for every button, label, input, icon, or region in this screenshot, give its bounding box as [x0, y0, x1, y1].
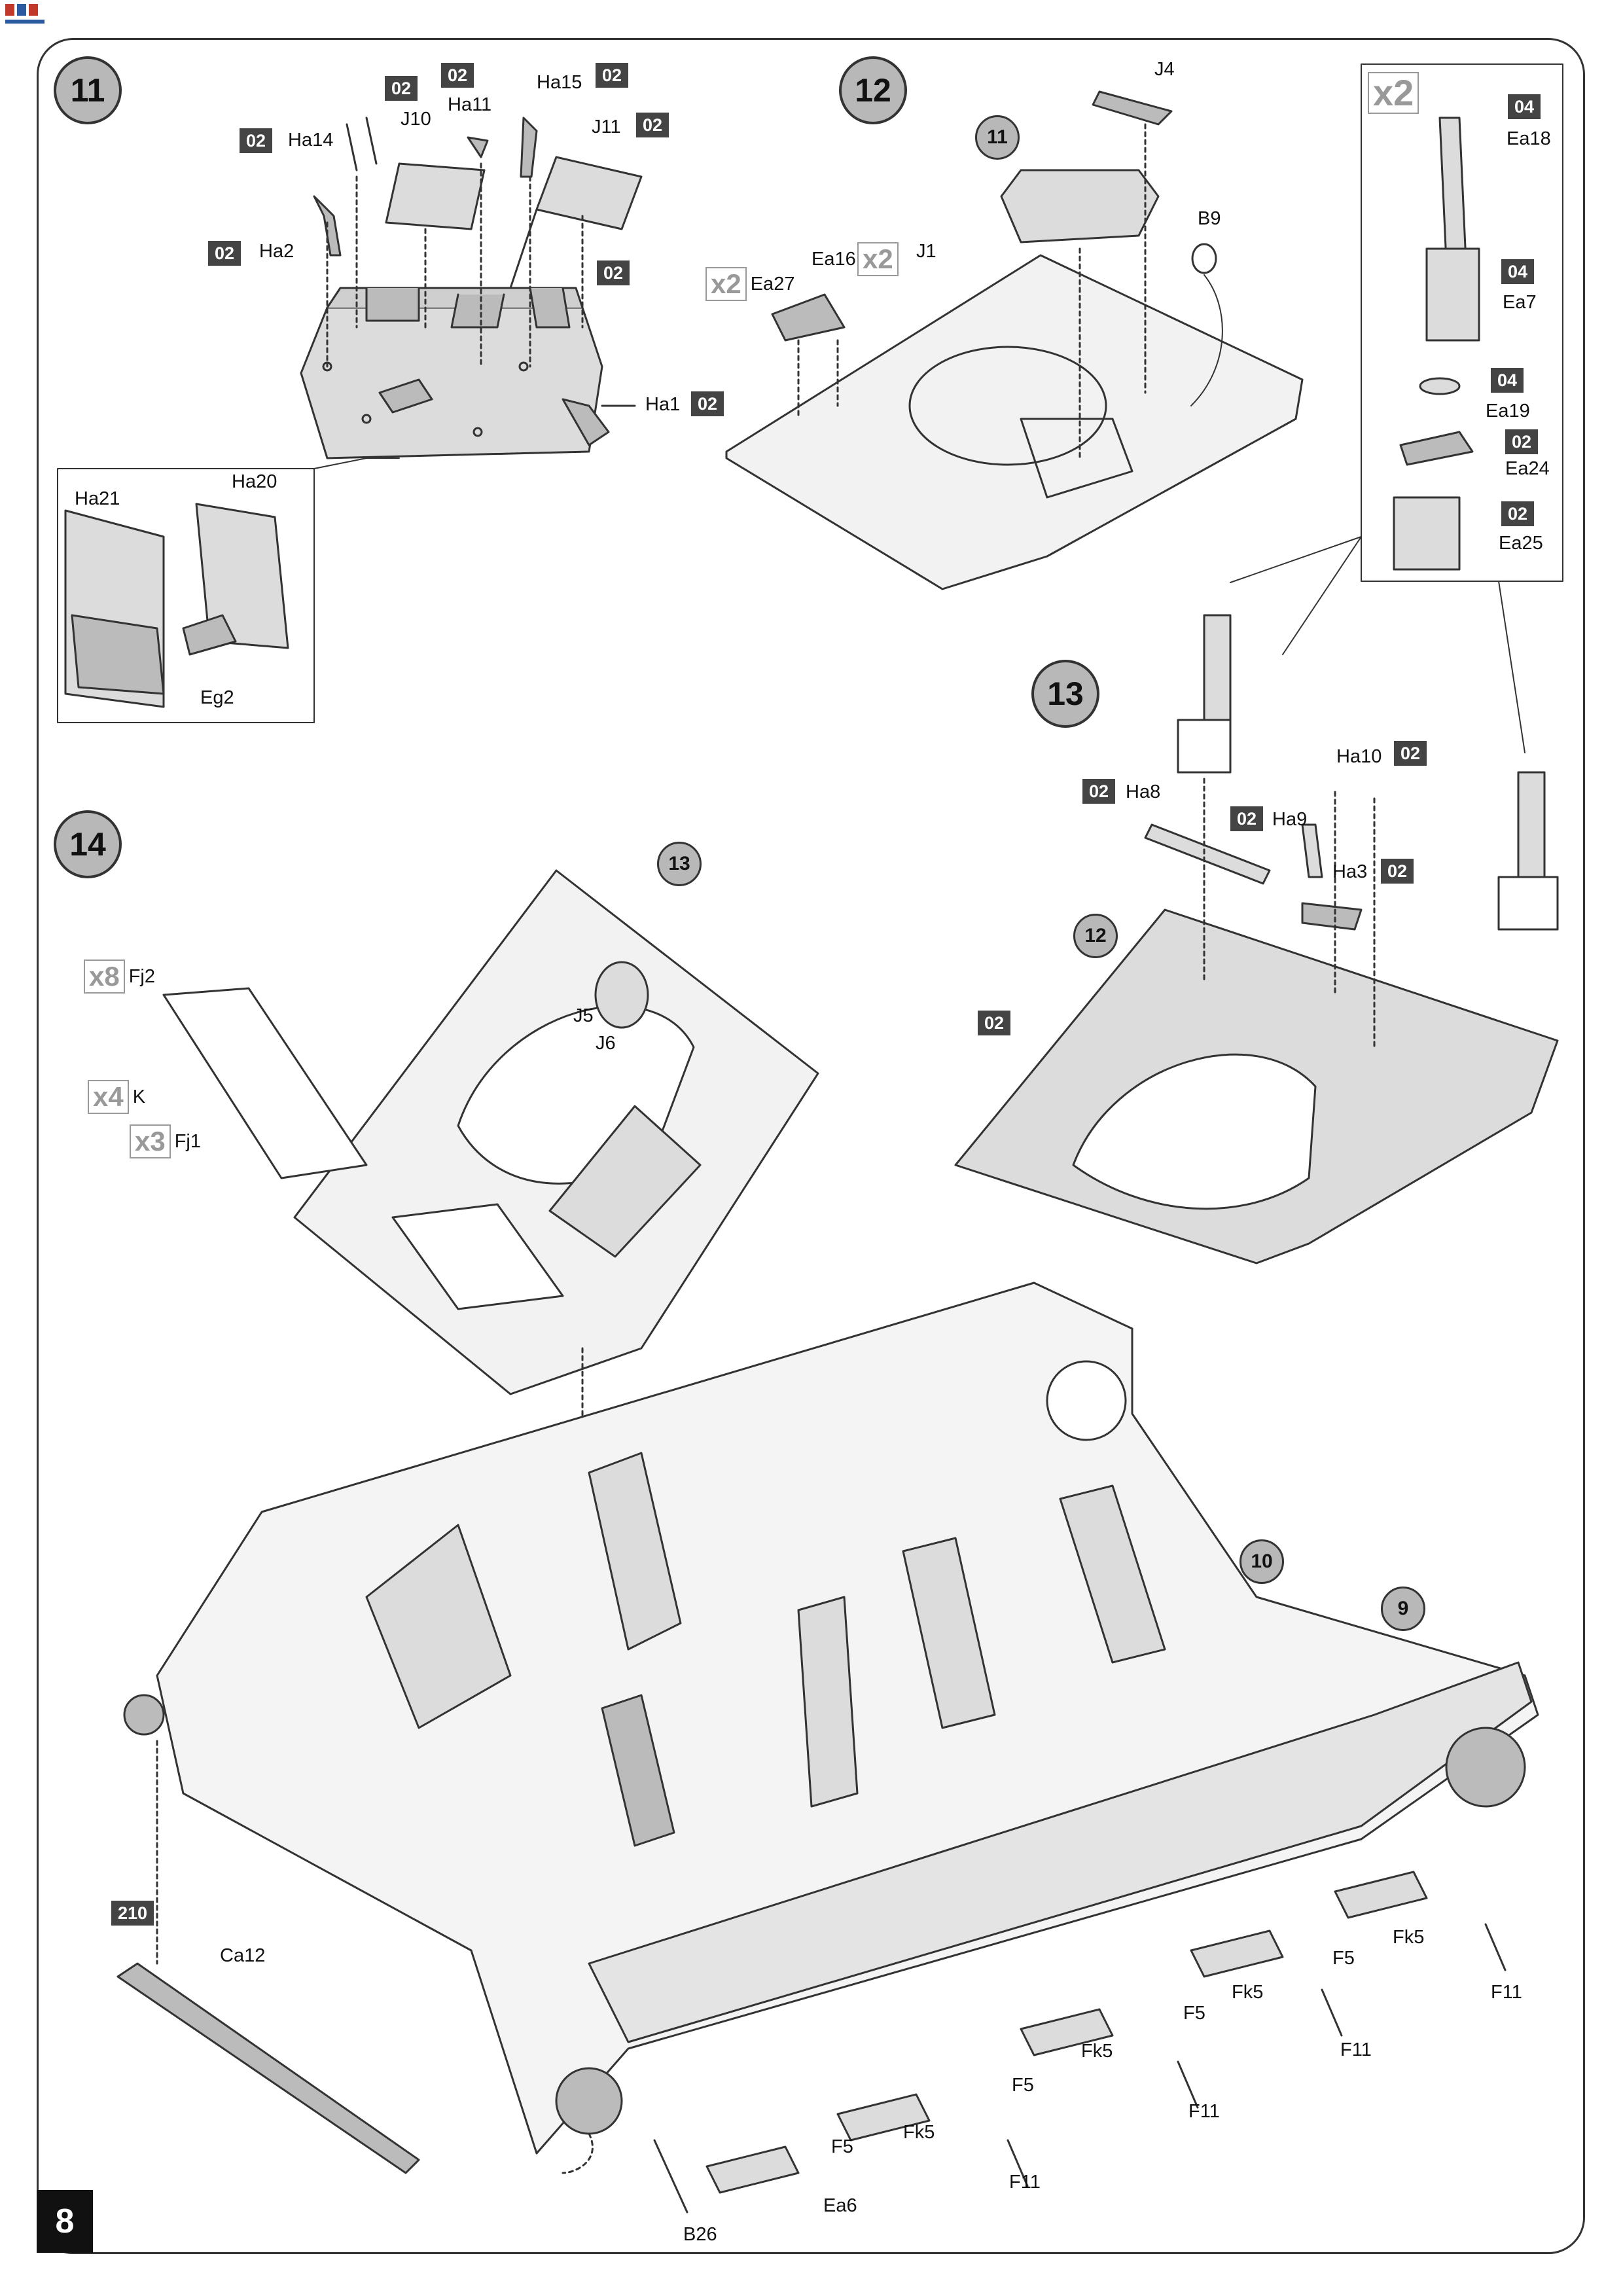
part-label-fk5: Fk5 [903, 2122, 935, 2143]
paint-chip: 02 [597, 260, 630, 285]
multiplier-fj1: x3 Fj1 [130, 1124, 201, 1158]
paint-chip: 02 [385, 76, 418, 101]
part-label-j4: J4 [1154, 59, 1175, 80]
paint-chip: 02 [1394, 741, 1427, 766]
multiplier-fj2: x8 Fj2 [84, 960, 155, 994]
part-label-ea7: Ea7 [1503, 292, 1537, 313]
part-label-ea24: Ea24 [1505, 458, 1550, 479]
paint-chip: 02 [1082, 779, 1116, 804]
part-label-fk5: Fk5 [1393, 1927, 1425, 1948]
paint-chip: 02 [691, 391, 724, 416]
part-label-ha14: Ha14 [288, 130, 334, 151]
page-border [37, 38, 1585, 2254]
part-label-ha1: Ha1 [645, 394, 681, 415]
paint-chip: 02 [1501, 501, 1535, 526]
subassembly-9-ref: 9 [1381, 1587, 1425, 1631]
paint-chip: 02 [1505, 429, 1539, 454]
part-label-ha10: Ha10 [1336, 746, 1382, 767]
part-label-fk5: Fk5 [1081, 2041, 1113, 2062]
part-label-j11: J11 [592, 117, 621, 137]
part-label-ha15: Ha15 [537, 72, 582, 93]
step-number-14: 14 [54, 810, 122, 878]
part-label-ca12: Ca12 [220, 1945, 266, 1966]
paint-chip: 02 [596, 63, 629, 88]
paint-chip: 02 [1230, 806, 1264, 831]
paint-chip: 04 [1501, 259, 1535, 284]
paint-chip: 02 [441, 63, 474, 88]
subassembly-10-ref: 10 [1240, 1539, 1284, 1584]
multiplier-spring-set: x2 [1368, 72, 1419, 114]
part-label-ea25: Ea25 [1499, 533, 1543, 554]
step14-suspension-arms [653, 1871, 1507, 2214]
step-number-13: 13 [1031, 660, 1099, 728]
paint-chip: 02 [1381, 859, 1414, 884]
subassembly-12-ref: 12 [1073, 914, 1118, 958]
page-number: 8 [37, 2190, 93, 2253]
paint-chip: 04 [1508, 94, 1541, 119]
step11-plates [313, 117, 643, 446]
part-label-ea19: Ea19 [1486, 401, 1530, 422]
part-label-ha2: Ha2 [259, 241, 294, 262]
subassembly-11-ref: 11 [975, 115, 1020, 160]
part-label-f5: F5 [831, 2136, 853, 2157]
part-label-f11: F11 [1340, 2039, 1372, 2060]
part-label-j10: J10 [401, 109, 431, 130]
multiplier-k: x4 K [88, 1080, 145, 1114]
part-label-f5: F5 [1332, 1948, 1355, 1969]
paint-chip: 02 [240, 128, 273, 153]
step14-upper-plate [162, 869, 819, 2135]
step12-springs-inset [1230, 63, 1563, 753]
step-number-11: 11 [54, 56, 122, 124]
paint-chip: 210 [111, 1901, 154, 1926]
step-number-12: 12 [839, 56, 907, 124]
part-label-fk5: Fk5 [1232, 1982, 1264, 2003]
part-label-ea18: Ea18 [1507, 128, 1551, 149]
part-label-b26: B26 [683, 2224, 717, 2245]
part-label-ea16: Ea16 [812, 249, 856, 270]
part-label-ha21: Ha21 [75, 488, 120, 509]
paint-chip: 04 [1491, 368, 1524, 393]
paint-chip: 02 [636, 113, 669, 137]
part-label-f5: F5 [1012, 2075, 1034, 2096]
part-label-ha9: Ha9 [1272, 809, 1308, 830]
part-label-b9: B9 [1198, 208, 1221, 229]
brand-logo [5, 4, 45, 24]
paint-chip: 02 [208, 241, 241, 266]
paint-chip: 02 [978, 1011, 1011, 1035]
step13-assembly [954, 614, 1559, 1265]
part-label-f11: F11 [1009, 2172, 1041, 2193]
step12-floor-plate [725, 90, 1304, 590]
part-label-j5: J5 [573, 1005, 594, 1026]
part-label-f5: F5 [1183, 2003, 1205, 2024]
part-label-ha3: Ha3 [1332, 861, 1368, 882]
step11-inset [57, 457, 400, 723]
multiplier-ea27: x2 Ea27 [705, 267, 794, 301]
part-label-f11: F11 [1491, 1982, 1522, 2003]
step14-hull [116, 1282, 1539, 2174]
part-label-ea6: Ea6 [823, 2195, 857, 2216]
part-label-eg2: Eg2 [200, 687, 234, 708]
multiplier-ea16: x2 [857, 242, 899, 276]
part-label-j6: J6 [596, 1033, 616, 1054]
part-label-ha8: Ha8 [1126, 781, 1161, 802]
step11-turret-base [300, 287, 603, 459]
part-label-ha11: Ha11 [448, 94, 492, 115]
part-label-ha20: Ha20 [232, 471, 277, 492]
subassembly-13-ref: 13 [657, 842, 702, 886]
part-label-j1: J1 [916, 241, 936, 262]
part-label-f11: F11 [1188, 2101, 1220, 2122]
